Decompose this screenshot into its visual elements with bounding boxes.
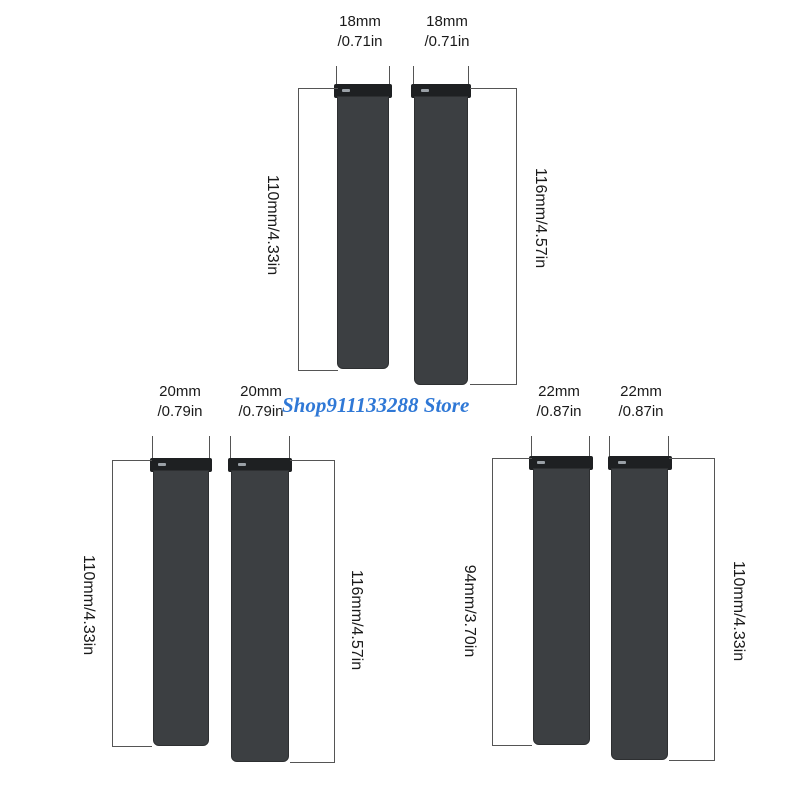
dim-tick <box>152 436 153 458</box>
length-line <box>714 458 715 761</box>
strap-buckle <box>411 84 471 98</box>
strap-buckle <box>334 84 392 98</box>
width-label-left-18: 18mm /0.71in <box>330 12 390 52</box>
width-mm: 20mm <box>240 383 282 400</box>
buckle-pin <box>421 89 429 92</box>
length-line-cap <box>290 762 335 763</box>
dim-tick <box>668 436 669 458</box>
length-label-right-20: 116mm/4.57in <box>348 569 365 671</box>
buckle-pin <box>618 461 626 464</box>
buckle-pin <box>342 89 350 92</box>
strap-right-18mm <box>414 96 468 385</box>
width-label-left-22: 22mm /0.87in <box>524 382 594 422</box>
width-label-right-22: 22mm /0.87in <box>606 382 676 422</box>
strap-right-20mm <box>231 470 289 762</box>
length-line-cap <box>298 370 338 371</box>
length-line <box>112 460 113 747</box>
width-in: /0.71in <box>424 33 470 50</box>
width-in: /0.71in <box>337 33 383 50</box>
length-line-cap <box>290 460 335 461</box>
buckle-pin <box>158 463 166 466</box>
buckle-pin <box>537 461 545 464</box>
strap-buckle <box>608 456 672 470</box>
width-mm: 18mm <box>339 13 381 30</box>
dim-tick <box>389 66 390 88</box>
length-line-cap <box>112 746 152 747</box>
width-in: /0.79in <box>238 403 284 420</box>
length-line <box>492 458 493 746</box>
length-label-left-22: 94mm/3.70in <box>461 564 478 658</box>
buckle-pin <box>238 463 246 466</box>
strap-left-22mm <box>533 468 590 745</box>
width-mm: 18mm <box>426 13 468 30</box>
width-label-left-20: 20mm /0.79in <box>147 382 213 422</box>
dim-tick <box>209 436 210 458</box>
width-in: /0.79in <box>157 403 203 420</box>
width-label-right-20: 20mm /0.79in <box>228 382 294 422</box>
width-in: /0.87in <box>618 403 664 420</box>
strap-right-22mm <box>611 468 668 760</box>
strap-buckle <box>228 458 292 472</box>
dim-tick <box>230 436 231 458</box>
length-line <box>298 88 299 371</box>
length-line-cap <box>112 460 152 461</box>
strap-buckle <box>529 456 593 470</box>
strap-left-20mm <box>153 470 209 746</box>
strap-left-18mm <box>337 96 389 369</box>
dim-tick <box>589 436 590 458</box>
width-in: /0.87in <box>536 403 582 420</box>
length-label-left-20: 110mm/4.33in <box>80 554 97 656</box>
dim-tick <box>289 436 290 458</box>
length-line-cap <box>492 458 532 459</box>
length-label-right-18: 116mm/4.57in <box>532 167 549 269</box>
width-mm: 22mm <box>620 383 662 400</box>
dim-tick <box>609 436 610 458</box>
length-line-cap <box>492 745 532 746</box>
length-label-right-22: 110mm/4.33in <box>730 560 747 662</box>
width-label-right-18: 18mm /0.71in <box>412 12 482 52</box>
strap-buckle <box>150 458 212 472</box>
length-line-cap <box>298 88 338 89</box>
width-mm: 22mm <box>538 383 580 400</box>
length-line-cap <box>669 458 715 459</box>
width-mm: 20mm <box>159 383 201 400</box>
dim-tick <box>468 66 469 88</box>
dim-tick <box>413 66 414 88</box>
length-line-cap <box>669 760 715 761</box>
length-line <box>334 460 335 763</box>
dim-tick <box>531 436 532 458</box>
length-line-cap <box>470 88 517 89</box>
length-line <box>516 88 517 385</box>
length-line-cap <box>470 384 517 385</box>
dim-tick <box>336 66 337 88</box>
store-watermark: Shop911133288 Store <box>282 393 470 417</box>
length-label-left-18: 110mm/4.33in <box>264 174 281 276</box>
